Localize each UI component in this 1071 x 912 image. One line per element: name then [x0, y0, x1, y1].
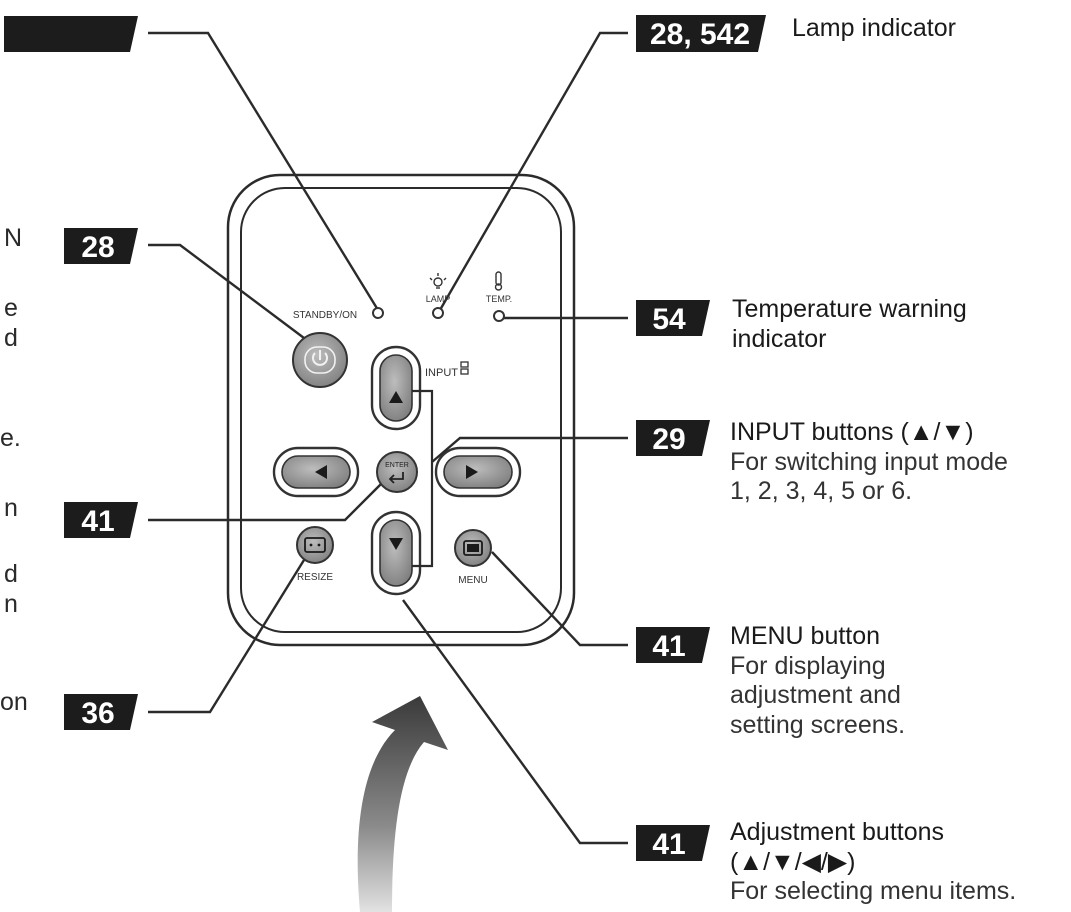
left-edge-fragment: n: [4, 494, 18, 522]
callout-menu-line-4: setting screens.: [730, 710, 906, 739]
badge-standby: [4, 16, 138, 52]
enter-button[interactable]: ENTER: [376, 451, 418, 493]
left-edge-fragment: e: [4, 294, 18, 322]
callout-lamp: Lamp indicator: [792, 14, 956, 44]
badge-input: 29: [636, 420, 710, 456]
leader-resize: [148, 559, 306, 714]
menu-label: MENU: [458, 575, 487, 586]
right-arrow-icon: [466, 465, 478, 479]
input-bracket-line: [412, 389, 434, 568]
badge-enter: 41: [64, 502, 138, 538]
badge-input-text: 29: [652, 423, 685, 456]
enter-label: ENTER: [385, 462, 409, 469]
up-button[interactable]: [370, 345, 422, 431]
callout-adjust: Adjustment buttons (▲/▼/◀/▶) For selecti…: [730, 818, 1016, 907]
panel-outer-outline: [226, 173, 576, 647]
callout-menu-line-1: MENU button: [730, 622, 881, 650]
leader-input: [431, 436, 628, 463]
badge-menu-text: 41: [652, 630, 685, 663]
callout-menu: MENU button For displaying adjustment an…: [730, 622, 905, 740]
badge-temp-text: 54: [652, 303, 686, 336]
input-label: INPUT: [425, 367, 458, 379]
up-arrow-icon: [389, 391, 403, 403]
callout-adjust-line-3: For selecting menu items.: [730, 877, 1017, 905]
callout-temp-line-1: Temperature warning: [732, 295, 967, 323]
thermometer-icon: [494, 271, 503, 291]
resize-icon: [304, 537, 326, 553]
badge-lamp-text: 28, 542: [650, 18, 750, 51]
temp-indicator-led: [493, 310, 505, 322]
left-edge-fragment: on: [0, 688, 28, 716]
menu-button[interactable]: [454, 529, 492, 567]
left-button[interactable]: [272, 446, 360, 498]
badge-resize: 36: [64, 694, 138, 730]
badge-adjust-text: 41: [652, 828, 685, 861]
standby-on-label: STANDBY/ON: [293, 310, 357, 321]
lamp-icon: [429, 273, 447, 289]
enter-return-icon: [391, 472, 404, 480]
resize-label: RESIZE: [297, 572, 333, 583]
badge-power: 28: [64, 228, 138, 264]
callout-menu-line-3: adjustment and: [730, 681, 901, 709]
badge-power-text: 28: [81, 231, 114, 264]
badge-enter-text: 41: [81, 505, 114, 538]
left-edge-fragment: n: [4, 590, 18, 618]
down-button[interactable]: [370, 510, 422, 596]
lamp-label: LAMP: [426, 294, 451, 304]
leader-power: [148, 243, 321, 351]
badge-adjust: 41: [636, 825, 710, 861]
callout-input-line-1: INPUT buttons (▲/▼): [730, 418, 974, 446]
callout-input-line-3: 1, 2, 3, 4, 5 or 6.: [730, 477, 913, 505]
callout-input: INPUT buttons (▲/▼) For switching input …: [730, 418, 1008, 507]
standby-indicator-led: [372, 307, 384, 319]
leader-lamp: [438, 31, 628, 311]
left-edge-fragment: N: [4, 224, 23, 252]
badge-lamp: 28, 542: [636, 15, 766, 52]
callout-adjust-line-1: Adjustment buttons: [730, 818, 945, 846]
callout-input-line-2: For switching input mode: [730, 447, 1008, 476]
curved-arrow-icon: [357, 696, 448, 912]
down-arrow-icon: [389, 538, 403, 550]
resize-button[interactable]: [296, 526, 334, 564]
power-button[interactable]: [292, 332, 348, 388]
callout-lamp-title: Lamp indicator: [792, 14, 956, 42]
callout-menu-line-2: For displaying: [730, 651, 886, 680]
callout-temp: Temperature warning indicator: [732, 295, 967, 354]
left-edge-fragment: d: [4, 560, 18, 588]
left-edge-fragment: d: [4, 324, 18, 352]
lamp-indicator-led: [432, 307, 444, 319]
left-edge-fragment: e.: [0, 424, 21, 452]
temp-label: TEMP.: [486, 294, 512, 304]
menu-icon: [463, 540, 483, 556]
badge-menu: 41: [636, 627, 710, 663]
leader-menu: [491, 551, 628, 647]
leader-enter: [148, 479, 386, 522]
badge-temp: 54: [636, 300, 710, 336]
callout-temp-line-2: indicator: [732, 324, 827, 353]
left-arrow-icon: [315, 465, 327, 479]
leader-standby: [148, 31, 380, 311]
badge-resize-text: 36: [81, 697, 114, 730]
callout-adjust-line-2: (▲/▼/◀/▶): [730, 847, 856, 876]
input-icon: [460, 361, 469, 375]
right-button[interactable]: [434, 446, 522, 498]
power-icon: [312, 352, 328, 366]
leader-adjust: [402, 599, 628, 845]
